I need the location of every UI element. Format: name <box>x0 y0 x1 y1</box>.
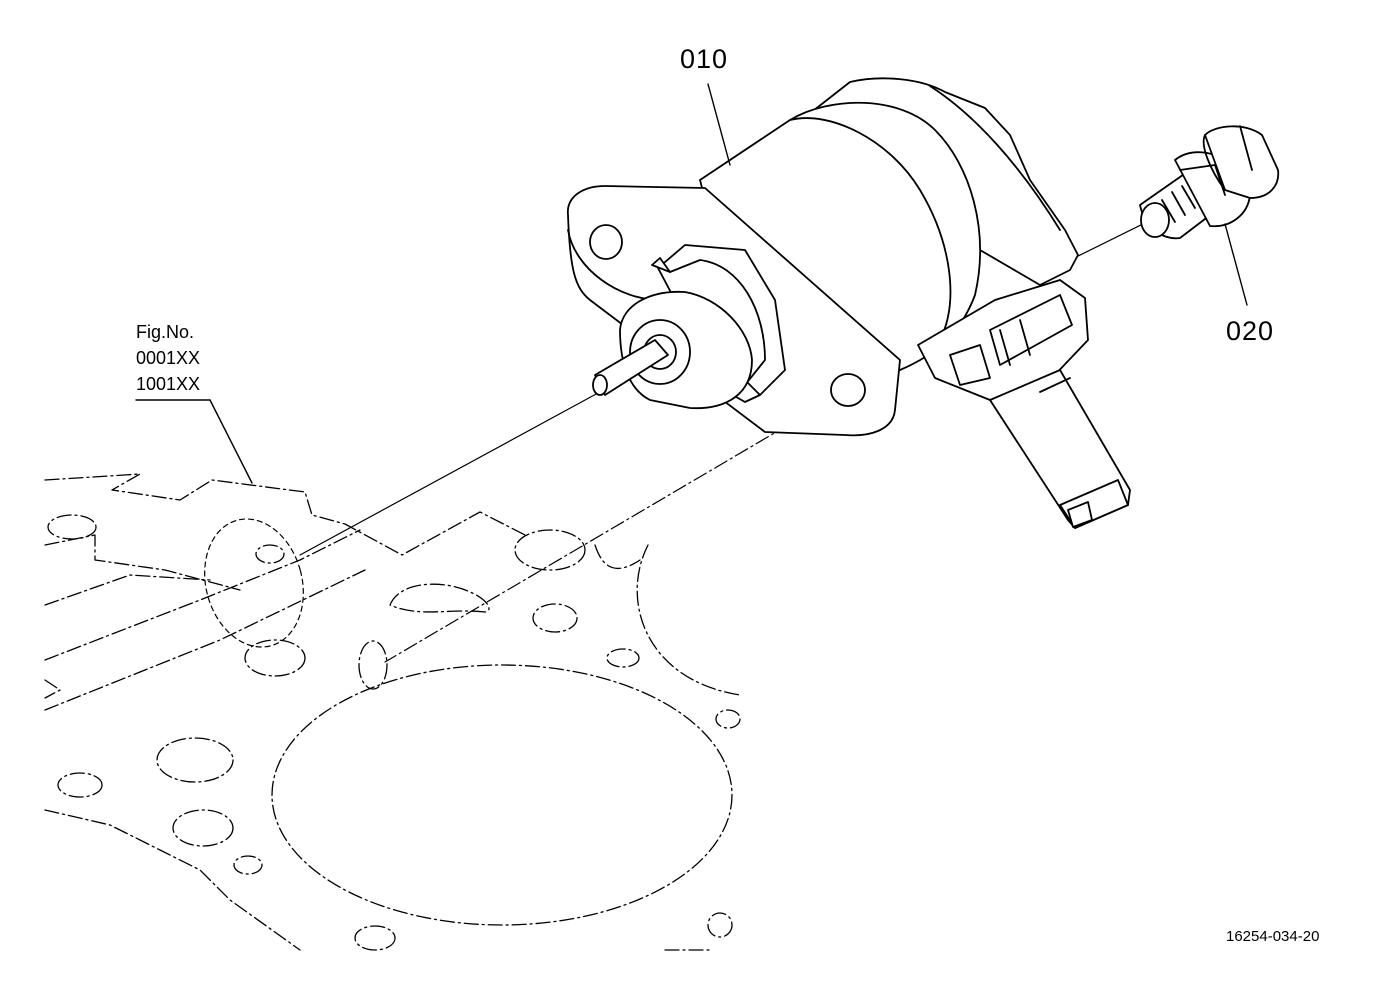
part-label-020: 020 <box>1226 316 1275 346</box>
cylinder-head-gasket <box>44 473 741 951</box>
cylinder-bore <box>271 664 733 926</box>
fig-reference-line-1: 0001XX <box>136 348 201 368</box>
solenoid-valve <box>567 77 1131 529</box>
flange-bolt <box>1139 125 1280 240</box>
drawing-code: 16254-034-20 <box>1226 928 1320 945</box>
part-label-010: 010 <box>680 44 729 74</box>
fig-reference-line-2: 1001XX <box>136 374 201 394</box>
fig-reference-title: Fig.No. <box>136 322 195 342</box>
gasket-holes <box>47 514 741 951</box>
leader-lines <box>135 83 1248 484</box>
